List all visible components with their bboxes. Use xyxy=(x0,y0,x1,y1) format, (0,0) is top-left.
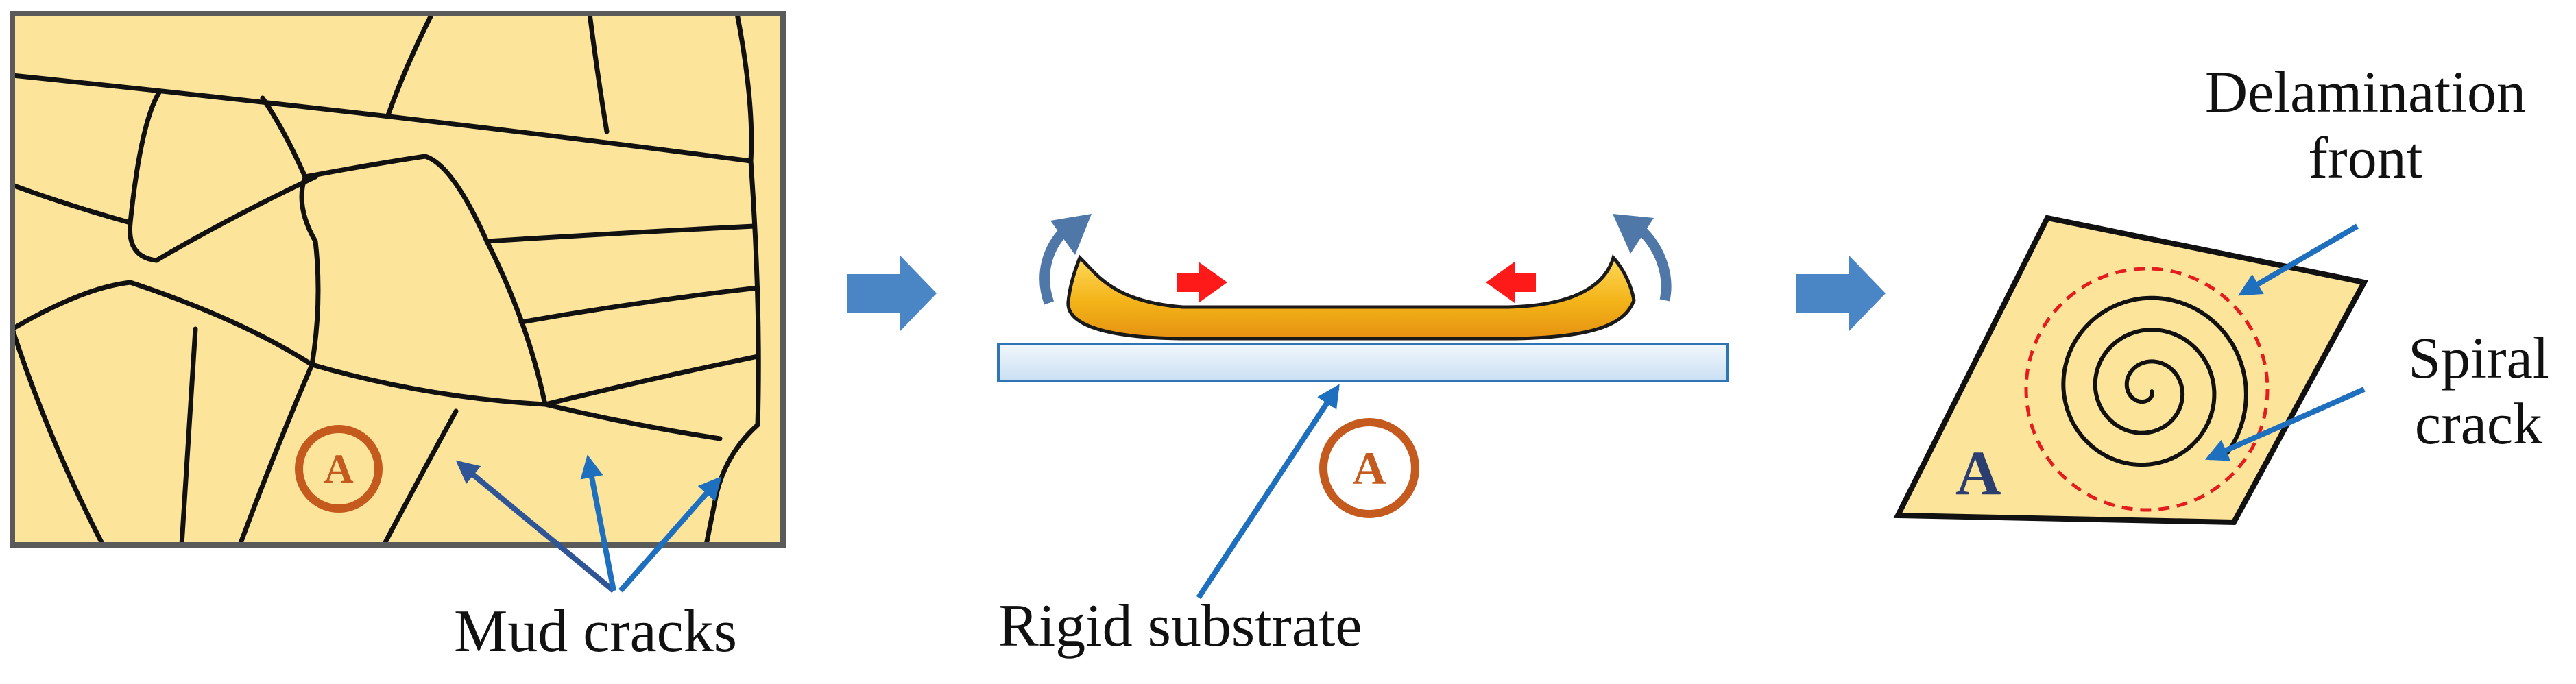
pointer-arrow xyxy=(618,476,722,593)
curl-arrow-left xyxy=(1039,214,1092,305)
crack-line xyxy=(127,90,162,263)
crack-line xyxy=(518,285,760,325)
rigid-substrate xyxy=(997,343,1729,382)
crack-line xyxy=(12,326,106,545)
crack-line xyxy=(237,362,315,545)
substrate-panel xyxy=(997,214,1729,600)
pointer-arrow xyxy=(580,454,616,591)
mud-crack-panel xyxy=(10,11,786,548)
spiral-pointer-arrow xyxy=(2204,387,2366,461)
marker-letter: A xyxy=(324,445,354,491)
crack-line xyxy=(587,14,610,134)
crack-line xyxy=(12,182,133,225)
flow-arrow-2 xyxy=(1796,255,1886,332)
marker-a-spiral: A xyxy=(1955,438,2001,508)
mud-panel-frame xyxy=(10,11,786,548)
crack-line xyxy=(12,280,133,332)
curl-arrow-right xyxy=(1613,214,1672,302)
delamination-front xyxy=(2024,267,2270,512)
delamination-pointer-arrow xyxy=(2238,223,2359,296)
crack-line xyxy=(154,174,318,263)
crack-network xyxy=(12,14,761,545)
compression-arrow-right xyxy=(1486,262,1536,303)
mud-surface xyxy=(12,14,783,545)
delamination-front-label: Delamination front xyxy=(2204,59,2527,191)
crack-line xyxy=(302,154,548,407)
crack-line xyxy=(542,354,760,407)
crack-line xyxy=(484,223,757,244)
crack-line xyxy=(128,280,723,441)
crack-line xyxy=(703,14,761,545)
substrate-pointer-arrow xyxy=(1196,384,1340,600)
crack-line xyxy=(381,408,459,545)
spiral-crack xyxy=(2061,295,2248,467)
rigid-substrate-label: Rigid substrate xyxy=(998,593,1362,659)
marker-letter: A xyxy=(1352,441,1386,494)
mud-cracks-label: Mud cracks xyxy=(454,598,737,665)
spiral-panel xyxy=(1893,215,2369,526)
crack-line xyxy=(385,14,435,118)
spiral-crack-label: Spiral crack xyxy=(2408,325,2549,457)
mud-crack-pointers xyxy=(455,454,722,594)
marker-a-mud: A xyxy=(295,425,383,513)
crack-line xyxy=(179,326,198,545)
flow-arrow-1 xyxy=(847,255,937,332)
compression-arrow-left xyxy=(1177,262,1227,303)
crack-line xyxy=(12,73,754,164)
marker-a-substrate: A xyxy=(1319,418,1419,518)
crack-line xyxy=(260,95,308,180)
crack-line xyxy=(299,174,321,367)
curled-film xyxy=(1066,254,1636,341)
pointer-arrow xyxy=(455,460,616,594)
